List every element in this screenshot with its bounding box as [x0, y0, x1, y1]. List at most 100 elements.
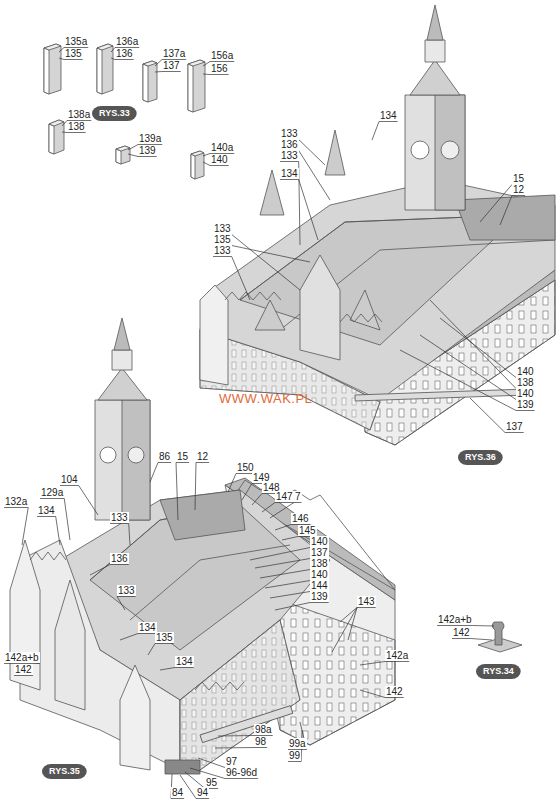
callout-number: 135: [213, 234, 232, 245]
callout-number: 140: [310, 536, 329, 547]
leader-line: [56, 517, 60, 546]
callout-number: 15: [176, 451, 189, 462]
callout-number: 133: [117, 585, 136, 596]
figure-number: RYS.36: [458, 450, 503, 465]
callout-number: 138: [310, 558, 329, 569]
leader-underline: [294, 502, 302, 503]
leader-line: [299, 140, 325, 166]
callout-number: 138: [516, 377, 535, 388]
leader-underline: [210, 61, 234, 62]
leader-underline: [210, 74, 229, 75]
callout-number: 136: [110, 553, 129, 564]
leader-line: [198, 758, 225, 768]
callout-number: 134: [280, 168, 299, 179]
callout-number: 142: [452, 627, 471, 638]
callout-number: 138a: [67, 109, 91, 120]
callout-number: 134: [37, 505, 56, 516]
callout-number: 136: [115, 48, 134, 59]
callout-number: 99a: [288, 738, 307, 749]
callout-number: 99: [288, 750, 301, 761]
figure-badge: RYS.36: [458, 450, 503, 465]
leader-line: [440, 318, 516, 378]
callout-number: 137: [162, 60, 181, 71]
watermark: WWW.WAK.PL: [218, 392, 313, 406]
leader-underline: [14, 675, 33, 676]
leader-line: [203, 162, 210, 166]
callout-number: 137a: [162, 48, 186, 59]
leader-underline: [280, 179, 299, 180]
leader-underline: [512, 195, 525, 196]
callout-number: 135: [64, 48, 83, 59]
callout-number: 135: [155, 632, 174, 643]
leader-line: [480, 185, 512, 223]
leader-line: [255, 559, 310, 569]
leader-line: [90, 565, 110, 576]
leader-underline: [40, 498, 64, 499]
callout-number: 147: [275, 491, 294, 502]
callout-number: 97: [225, 756, 238, 767]
callout-number: 140: [310, 569, 329, 580]
leader-line: [218, 735, 254, 737]
figure-number: RYS.33: [92, 106, 137, 121]
leader-line: [262, 503, 275, 513]
callout-number: 12: [512, 184, 525, 195]
leader-underline: [175, 667, 194, 668]
leader-underline: [155, 643, 174, 644]
leader-line: [203, 74, 210, 76]
callout-number: 140: [210, 154, 229, 165]
figure-badge: RYS.34: [476, 664, 521, 679]
leader-line: [232, 257, 250, 301]
leader-underline: [452, 638, 471, 639]
leader-underline: [196, 462, 209, 463]
leader-underline: [158, 462, 171, 463]
leader-line: [260, 570, 310, 579]
callout-number: 129a: [40, 487, 64, 498]
callout-number: 144: [310, 580, 329, 591]
leader-line: [340, 608, 357, 623]
callout-number: 98a: [254, 724, 273, 735]
leader-underline: [280, 161, 299, 162]
leader-underline: [110, 564, 129, 565]
leader-underline: [385, 697, 404, 698]
leader-line: [360, 690, 385, 698]
leader-line: [250, 548, 310, 561]
leader-line: [155, 71, 162, 73]
leader-underline: [171, 798, 184, 799]
leader-underline: [117, 596, 136, 597]
town-hall-side-view: [10, 318, 395, 774]
callout-number: 133: [280, 150, 299, 161]
leader-line: [160, 668, 175, 671]
leader-line: [299, 162, 300, 246]
callout-number: 142: [14, 664, 33, 675]
callout-number: 7: [294, 491, 302, 502]
leader-underline: [115, 59, 134, 60]
figure-badge: RYS.33: [92, 106, 137, 121]
leader-line: [471, 639, 492, 641]
leader-underline: [213, 256, 232, 257]
leader-underline: [176, 462, 189, 463]
callout-number: 140a: [210, 142, 234, 153]
leader-line: [265, 581, 310, 589]
leader-underline: [288, 761, 301, 762]
callout-number: 133: [213, 223, 232, 234]
leader-line: [360, 662, 385, 666]
part-prisms: [44, 44, 205, 179]
callout-number: 142a+b: [4, 652, 40, 663]
leader-underline: [225, 778, 258, 779]
leader-line: [252, 494, 262, 506]
callout-number: 137: [310, 547, 329, 558]
leader-line: [120, 634, 138, 641]
leader-line: [128, 145, 138, 151]
leader-line: [203, 154, 210, 157]
callout-number: 139: [516, 399, 535, 410]
leader-line: [155, 60, 162, 67]
leader-underline: [37, 516, 56, 517]
leader-line: [299, 151, 330, 201]
figure-number: RYS.34: [476, 664, 521, 679]
leader-line: [470, 398, 505, 433]
callout-number: 15: [512, 173, 525, 184]
callout-number: 104: [60, 474, 79, 485]
callout-number: 145: [298, 525, 317, 536]
leader-line: [348, 608, 357, 641]
leader-line: [228, 474, 236, 493]
